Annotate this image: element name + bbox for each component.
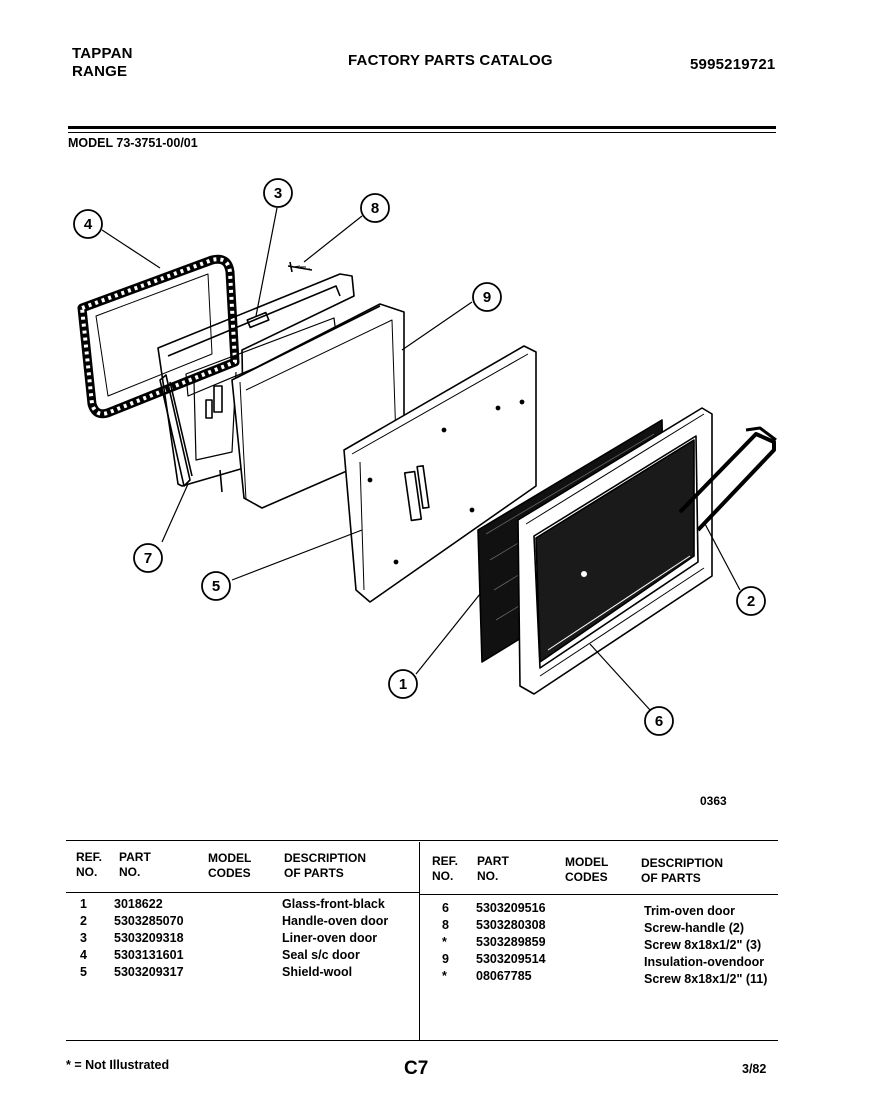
- header-rule-thin: [68, 132, 776, 133]
- right-header-codes: MODEL CODES: [565, 855, 609, 884]
- page-code: C7: [404, 1058, 429, 1079]
- right-row-5-desc: Screw 8x18x1/2" (11): [644, 972, 768, 986]
- left-row-2-desc: Handle-oven door: [282, 914, 389, 928]
- right-row-3-ref: *: [442, 935, 447, 949]
- right-row-4-ref: 9: [442, 952, 449, 966]
- left-row-3-desc: Liner-oven door: [282, 931, 378, 945]
- left-row-2-part: 5303285070: [114, 914, 184, 928]
- callout-6-label: 6: [655, 713, 663, 730]
- left-row-1-desc: Glass-front-black: [282, 897, 385, 911]
- left-row-5-ref: 5: [80, 965, 87, 979]
- left-row-1-part: 3018622: [114, 897, 163, 911]
- right-header-ref: REF. NO.: [432, 854, 459, 883]
- right-row-4-desc: Insulation-ovendoor: [644, 955, 765, 969]
- left-row-3-ref: 3: [80, 931, 87, 945]
- left-row-4-desc: Seal s/c door: [282, 948, 360, 962]
- table-header-rule-right: [420, 894, 778, 895]
- right-row-5-part: 08067785: [476, 969, 532, 983]
- callout-9: 9: [472, 282, 502, 312]
- brand-block: TAPPAN RANGE: [72, 45, 133, 81]
- callout-1-label: 1: [399, 676, 407, 693]
- part-handle-oven-door: [678, 426, 777, 532]
- callout-7: 7: [133, 543, 163, 573]
- right-row-2-ref: 8: [442, 918, 449, 932]
- callout-5: 5: [201, 571, 231, 601]
- part-shield-wool: [343, 345, 537, 603]
- table-top-rule: [66, 840, 778, 841]
- left-header-desc: DESCRIPTION OF PARTS: [284, 851, 367, 880]
- right-row-1-desc: Trim-oven door: [644, 904, 735, 918]
- drawing-number: 0363: [700, 794, 727, 808]
- callout-2-label: 2: [747, 593, 755, 610]
- left-row-1-ref: 1: [80, 897, 87, 911]
- brand-line-2: RANGE: [72, 63, 128, 80]
- right-row-3-desc: Screw 8x18x1/2" (3): [644, 938, 762, 952]
- table-bottom-rule: [66, 1040, 778, 1041]
- callout-6: 6: [644, 706, 674, 736]
- left-header-part: PART NO.: [119, 850, 151, 879]
- callout-8: 8: [360, 193, 390, 223]
- callout-2: 2: [736, 586, 766, 616]
- right-row-4-part: 5303209514: [476, 952, 546, 966]
- callout-5-label: 5: [212, 578, 220, 595]
- right-row-2-part: 5303280308: [476, 918, 546, 932]
- right-row-3-part: 5303289859: [476, 935, 546, 949]
- part-side-channel: [159, 374, 191, 487]
- revision-date: 3/82: [742, 1062, 767, 1076]
- right-row-2-desc: Screw-handle (2): [644, 921, 745, 935]
- left-row-4-part: 5303131601: [114, 948, 184, 962]
- table-header-rule-left: [66, 892, 420, 893]
- callout-4: 4: [73, 209, 103, 239]
- left-row-5-part: 5303209317: [114, 965, 184, 979]
- left-header-ref: REF. NO.: [76, 850, 103, 879]
- callout-8-label: 8: [371, 200, 379, 217]
- part-trim-oven-door: [517, 407, 713, 695]
- header-rule-thick: [68, 126, 776, 129]
- right-row-1-part: 5303209516: [476, 901, 546, 915]
- footnote-not-illustrated: * = Not Illustrated: [66, 1058, 170, 1072]
- callout-3-label: 3: [274, 185, 282, 202]
- exploded-oven-door-diagram: 4 3 8 9 7 5 1 2: [73, 178, 777, 736]
- catalog-title: FACTORY PARTS CATALOG: [348, 52, 553, 69]
- right-header-desc: DESCRIPTION OF PARTS: [641, 856, 724, 885]
- part-seal-door: [77, 254, 240, 419]
- left-row-3-part: 5303209318: [114, 931, 184, 945]
- right-row-1-ref: 6: [442, 901, 449, 915]
- callout-1: 1: [388, 669, 418, 699]
- left-header-codes: MODEL CODES: [208, 851, 252, 880]
- model-label: MODEL 73-3751-00/01: [68, 136, 198, 150]
- part-screw-handle: [287, 261, 313, 273]
- left-row-2-ref: 2: [80, 914, 87, 928]
- left-row-5-desc: Shield-wool: [282, 965, 353, 979]
- left-row-4-ref: 4: [80, 948, 87, 962]
- catalog-number: 5995219721: [690, 56, 776, 73]
- table-divider: [419, 842, 420, 1040]
- brand-line-1: TAPPAN: [72, 45, 133, 62]
- callout-4-label: 4: [84, 216, 93, 233]
- callout-9-label: 9: [483, 289, 491, 306]
- callout-3: 3: [263, 178, 293, 208]
- right-header-part: PART NO.: [477, 854, 509, 883]
- right-row-5-ref: *: [442, 969, 447, 983]
- callout-7-label: 7: [144, 550, 152, 567]
